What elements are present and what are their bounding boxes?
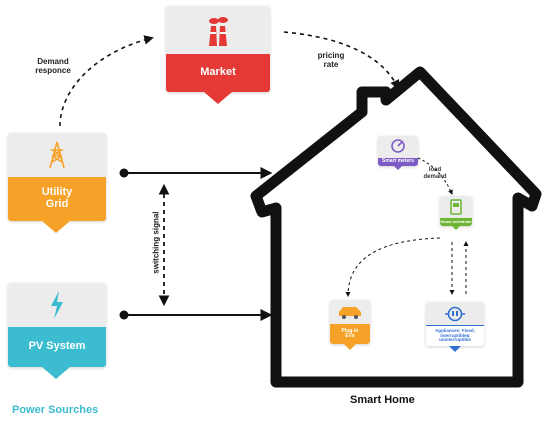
smart-meters-label: Smart meters xyxy=(378,158,418,166)
market-node: Market xyxy=(166,6,270,104)
plugin-evs-node: Plug-in EVs xyxy=(330,300,370,350)
demand-response-label: Demand responce xyxy=(35,57,71,76)
plugin-evs-label: Plug-in EVs xyxy=(330,324,370,344)
meter-icon xyxy=(391,139,405,153)
pv-system-label: PV System xyxy=(8,327,106,367)
utility-grid-node: Utility Grid xyxy=(8,133,106,233)
market-label: Market xyxy=(166,54,270,92)
power-sources-caption: Power Sourches xyxy=(12,404,99,416)
appliances-pointer xyxy=(449,346,461,352)
pv-system-node: PV System xyxy=(8,283,106,379)
demand-response-arrow xyxy=(59,35,154,127)
pricing-rate-label: pricing rate xyxy=(317,51,345,70)
factory-icon xyxy=(209,17,228,46)
appliances-label: Appliances: Fixed, interruptible& uninte… xyxy=(426,325,484,346)
scheduler-to-ev-arrow xyxy=(345,237,441,297)
plugin-evs-pointer xyxy=(344,344,356,350)
scheduler-icon xyxy=(450,199,462,215)
load-demand-label: load demand xyxy=(423,167,447,180)
switching-signal-label: switching signal xyxy=(151,211,161,274)
smart-scheduler-pointer xyxy=(452,226,460,230)
utility-grid-pointer xyxy=(42,221,70,233)
smart-meters-pointer xyxy=(394,166,402,170)
smart-scheduler-label: Smart scheduler xyxy=(440,218,472,226)
pv-system-pointer xyxy=(42,367,70,379)
smart-home-caption: Smart Home xyxy=(350,394,415,406)
house-outline xyxy=(250,66,542,388)
market-pointer xyxy=(204,92,232,104)
load-demand-arrow xyxy=(417,157,453,195)
plug-icon xyxy=(445,306,465,322)
utility-grid-label: Utility Grid xyxy=(8,177,106,221)
power-tower-icon xyxy=(49,141,65,169)
lightning-icon xyxy=(51,291,63,319)
smart-scheduler-node: Smart scheduler xyxy=(440,196,472,230)
appliances-node: Appliances: Fixed, interruptible& uninte… xyxy=(426,302,484,352)
pricing-rate-arrow xyxy=(283,31,400,90)
smart-meters-node: Smart meters xyxy=(378,136,418,170)
car-icon xyxy=(339,307,361,319)
